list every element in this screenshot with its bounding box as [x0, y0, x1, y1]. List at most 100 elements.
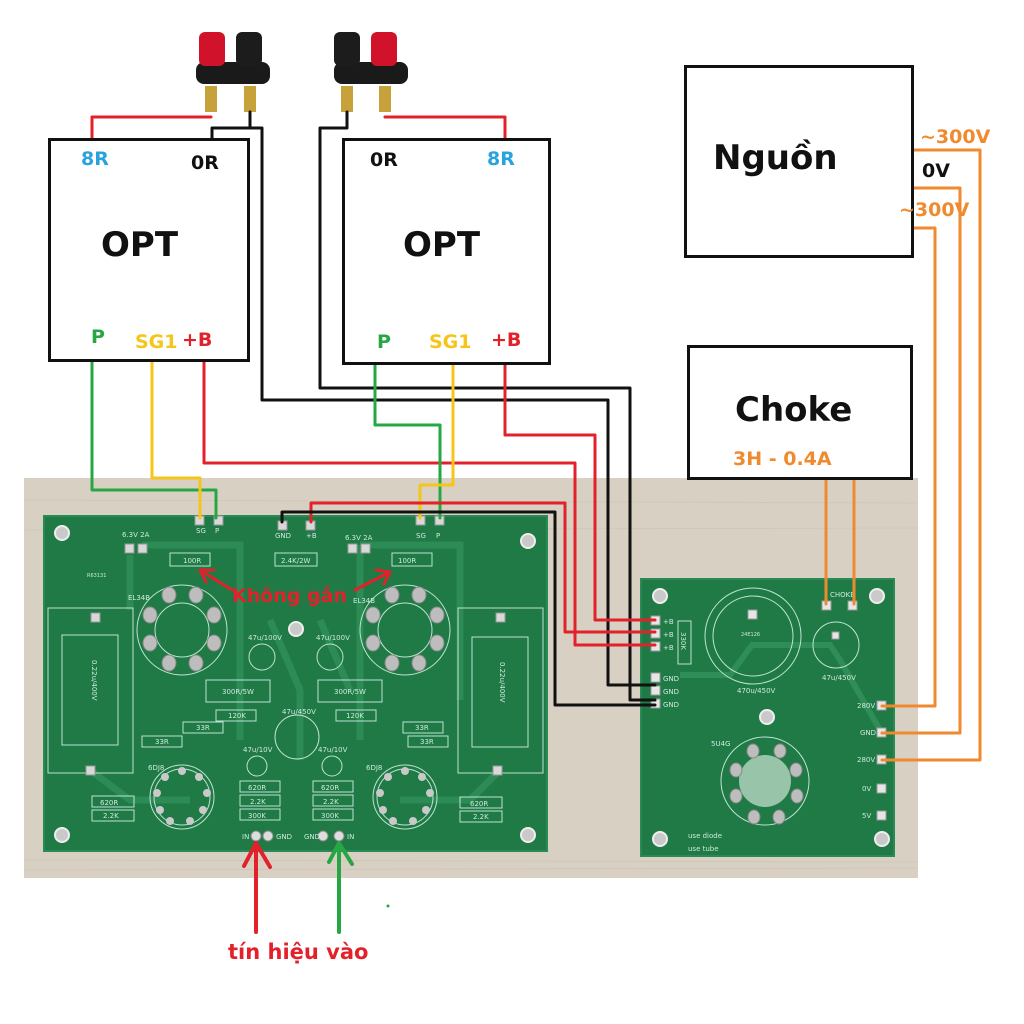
silk-el34-left: EL34B: [128, 594, 150, 602]
cap-470u450: [704, 587, 802, 685]
silk-b: +B: [306, 532, 317, 540]
silk-in-left: IN: [242, 833, 249, 841]
annotation-signal-input: tín hiệu vào: [228, 940, 369, 964]
silk-0v: 0V: [862, 785, 871, 793]
silk-33r-c: 33R: [415, 724, 429, 732]
silk-022u-left: 0.22u/400V: [90, 660, 98, 701]
mount-hole: [520, 533, 536, 549]
silk-gnd: GND: [275, 532, 291, 540]
silk-280v-1: 280V: [857, 702, 875, 710]
opt-pin-p-right: P: [377, 331, 391, 353]
silk-100r-left: 100R: [183, 557, 201, 565]
wire-300v-top: [880, 148, 982, 762]
silk-gnd-r: GND: [860, 729, 876, 737]
wire-0r-left: [210, 110, 252, 140]
silk-47u100-left: 47u/100V: [248, 634, 282, 642]
wire-gnd-center: [280, 510, 657, 707]
binding-post-black: [236, 32, 262, 66]
silk-2k2-mid-right: 2.2K: [323, 798, 339, 806]
choke-rating: 3H - 0.4A: [733, 448, 832, 470]
5u4g-socket: [720, 736, 810, 826]
silk-47u100-right: 47u/100V: [316, 634, 350, 642]
silk-heater-right: 6.3V 2A: [345, 534, 373, 542]
opt-pin-b-right: +B: [491, 329, 522, 351]
wire-p-right: [373, 360, 442, 520]
cap-47u100-left: [248, 643, 276, 671]
psu-tap-0v: 0V: [922, 160, 950, 182]
binding-post-black: [334, 32, 360, 66]
arrow-no-mount-right: [353, 568, 392, 592]
cap-47u10-right: [321, 755, 343, 777]
silk-47u10-left: 47u/10V: [243, 746, 273, 754]
silk-6dj8-left: 6DJ8: [148, 764, 164, 772]
silk-120k-right: 120K: [346, 712, 364, 720]
6dj8-socket-left: [149, 764, 215, 830]
silk-2k2-left: 2.2K: [103, 812, 119, 820]
silk-5u4g: 5U4G: [711, 740, 730, 748]
mount-hole: [54, 525, 70, 541]
silk-2k2-mid-left: 2.2K: [250, 798, 266, 806]
silk-gnd-left: GND: [276, 833, 292, 841]
silk-p-right: P: [436, 532, 440, 540]
binding-post-red: [371, 32, 397, 66]
wire-8r-right: [383, 115, 507, 140]
6dj8-socket-right: [372, 764, 438, 830]
silk-choke: CHOKE: [830, 591, 855, 599]
silk-33r-b: 33R: [155, 738, 169, 746]
psu-pcb: +B +B +B GND GND GND CHOKE 330K 470u/450…: [640, 578, 895, 857]
silk-b-1: +B: [663, 618, 674, 626]
silk-330k: 330K: [679, 632, 687, 650]
silk-47u10-right: 47u/10V: [318, 746, 348, 754]
wire-b-center: [309, 501, 657, 634]
arrow-input-left: [242, 841, 272, 934]
silk-2k4: 2.4K/2W: [281, 557, 311, 565]
silk-470u450: 470u/450V: [737, 687, 776, 695]
cap-47u450: [274, 714, 320, 760]
wire-0r-left-gnd: [248, 126, 657, 687]
arrow-no-mount-left: [198, 568, 234, 592]
opt-pin-p-left: P: [91, 326, 105, 348]
silk-gnd-right: GND: [304, 833, 320, 841]
mount-hole: [520, 827, 536, 843]
amplifier-pcb: SG P GND +B SG P 6.3V 2A 6.3V 2A EL34B E…: [43, 515, 548, 852]
silk-120k-left: 120K: [228, 712, 246, 720]
silk-300k-mid-left: 300K: [248, 812, 266, 820]
wire-300v-bottom: [880, 226, 937, 708]
silk-b-2: +B: [663, 631, 674, 639]
silk-5v: 5V: [862, 812, 871, 820]
opt-pin-sg1-left: SG1: [135, 331, 178, 353]
silk-board-code: R63131: [87, 573, 106, 579]
silk-280v-2: 280V: [857, 756, 875, 764]
silk-100r-right: 100R: [398, 557, 416, 565]
silk-33r-d: 33R: [420, 738, 434, 746]
psu-box: Nguồn: [684, 65, 914, 258]
opt-pin-0r-right: 0R: [370, 149, 398, 171]
cap-47u100-right: [316, 643, 344, 671]
silk-47u450-psu: 47u/450V: [822, 674, 856, 682]
annotation-no-mount: Không gắn: [232, 585, 347, 607]
silk-in-right: IN: [347, 833, 354, 841]
silk-300r-left: 300R/5W: [222, 688, 254, 696]
psu-tap-300v-top: ~300V: [920, 126, 991, 148]
silk-2k2-right: 2.2K: [473, 813, 489, 821]
arrow-input-right: [327, 841, 354, 934]
silk-gnd-1: GND: [663, 675, 679, 683]
mount-hole: [288, 621, 304, 637]
silk-el34-right: EL34B: [353, 597, 375, 605]
wire-p-left: [90, 360, 218, 520]
silk-47u450: 47u/450V: [282, 708, 316, 716]
silk-cap-code: 24E126: [741, 632, 760, 638]
opt-pin-8r-left: 8R: [81, 148, 109, 170]
opt-box-left: OPT 8R 0R P SG1 +B: [48, 138, 250, 362]
wire-0r-right: [318, 110, 657, 702]
wire-8r-left: [90, 115, 213, 140]
el34-socket-right: [359, 584, 451, 676]
silk-300k-mid-right: 300K: [321, 812, 339, 820]
silk-620r-mid-left: 620R: [248, 784, 266, 792]
silk-gnd-2: GND: [663, 688, 679, 696]
input-jack-left-gnd: [262, 830, 274, 842]
opt-pin-sg1-right: SG1: [429, 331, 472, 353]
input-jack-right-in: [333, 830, 345, 842]
mount-hole: [54, 827, 70, 843]
